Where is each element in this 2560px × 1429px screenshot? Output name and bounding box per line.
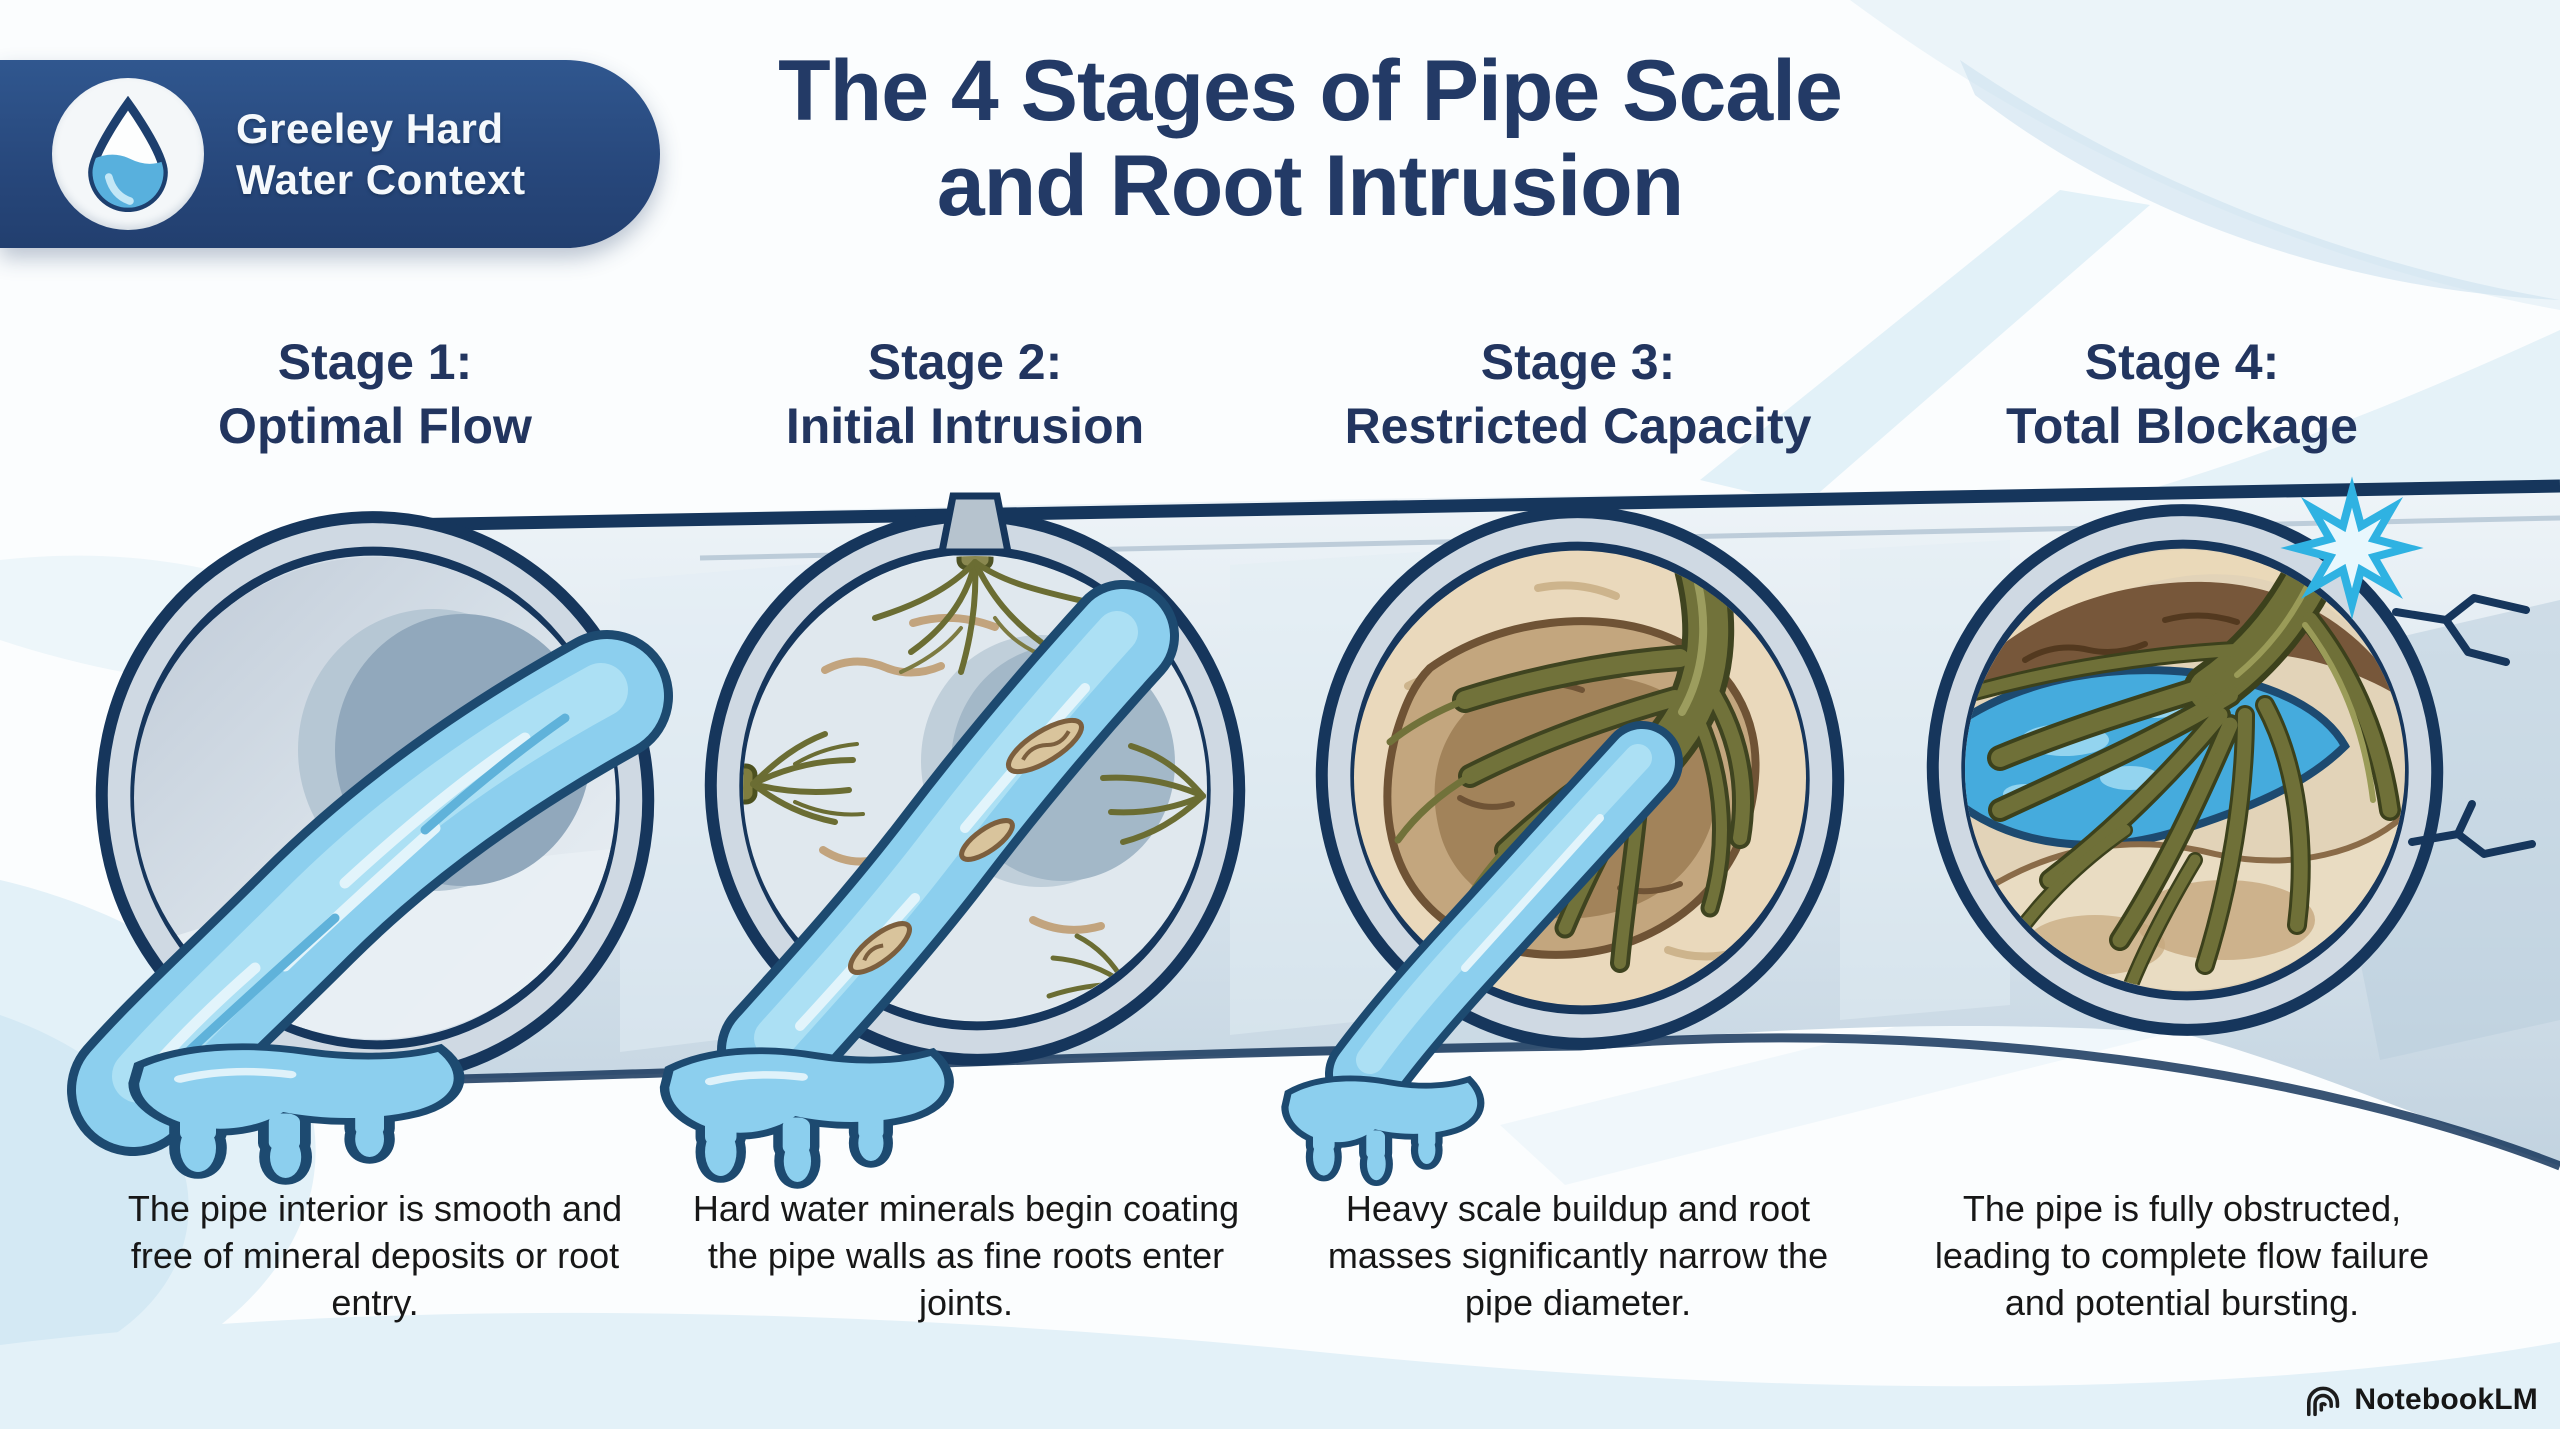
stage-1-heading-line2: Optimal Flow xyxy=(218,398,532,454)
stage-2-heading-line1: Stage 2: xyxy=(867,334,1063,390)
pipe-stages-illustration xyxy=(67,476,2560,1230)
title-line-1: The 4 Stages of Pipe Scale xyxy=(778,43,1843,139)
notebooklm-logo-icon xyxy=(2307,1386,2340,1417)
brand-badge: Greeley Hard Water Context xyxy=(0,60,660,248)
stage-1-water-spill xyxy=(139,1050,453,1178)
stage-3-heading: Stage 3: Restricted Capacity xyxy=(1258,330,1898,458)
badge-icon-circle xyxy=(52,78,204,230)
water-flows xyxy=(67,580,1683,1182)
stage-4-description: The pipe is fully obstructed, leading to… xyxy=(1934,1188,2430,1323)
stage-4-crack-icons xyxy=(2392,594,2536,858)
stage-1-heading-line1: Stage 1: xyxy=(277,334,473,390)
stage-3-water-spill xyxy=(1289,1081,1478,1180)
stage-3-description: Heavy scale buildup and root masses sign… xyxy=(1327,1188,1829,1323)
badge-text: Greeley Hard Water Context xyxy=(236,103,526,205)
pipe-top-outline xyxy=(339,479,2560,533)
stage-2-heading-line2: Initial Intrusion xyxy=(785,398,1145,454)
stage-2-fine-roots xyxy=(743,556,1206,1011)
stage-4-burst-icon xyxy=(2280,476,2424,620)
badge-line-1: Greeley Hard xyxy=(236,104,504,152)
badge-line-2: Water Context xyxy=(236,156,526,203)
stage-1-water-flow xyxy=(67,630,673,1156)
page-title: The 4 Stages of Pipe Scale and Root Intr… xyxy=(650,44,1970,233)
stage-4-heading: Stage 4: Total Blockage xyxy=(1862,330,2502,458)
stage-3-heading-line1: Stage 3: xyxy=(1480,334,1676,390)
wave-bottom-band xyxy=(0,1312,2560,1429)
stage-4-pipe-cross-section xyxy=(1926,476,2536,1036)
stage-2-water-spill xyxy=(669,1054,944,1182)
wave-diagonal-band xyxy=(1700,190,2150,505)
stage-2-debris xyxy=(848,717,1084,975)
watermark: NotebookLM xyxy=(2304,1383,2538,1417)
stage-1-heading: Stage 1: Optimal Flow xyxy=(55,330,695,458)
watermark-label: NotebookLM xyxy=(2354,1383,2538,1416)
stage-3-heading-line2: Restricted Capacity xyxy=(1344,398,1812,454)
stage-2-description: Hard water minerals begin coating the pi… xyxy=(692,1188,1240,1323)
stage-4-heading-line2: Total Blockage xyxy=(2006,398,2358,454)
title-line-2: and Root Intrusion xyxy=(936,137,1684,234)
water-drop-icon xyxy=(88,96,168,212)
stage-4-heading-line1: Stage 4: xyxy=(2084,334,2280,390)
stage-1-description: The pipe interior is smooth and free of … xyxy=(127,1188,623,1323)
stage-2-joint-gap xyxy=(937,492,1013,556)
stage-2-water-flow xyxy=(717,580,1179,1106)
wave-top-right xyxy=(1850,0,2560,310)
stage-2-heading: Stage 2: Initial Intrusion xyxy=(645,330,1285,458)
stage-3-water-flow xyxy=(1325,721,1683,1115)
